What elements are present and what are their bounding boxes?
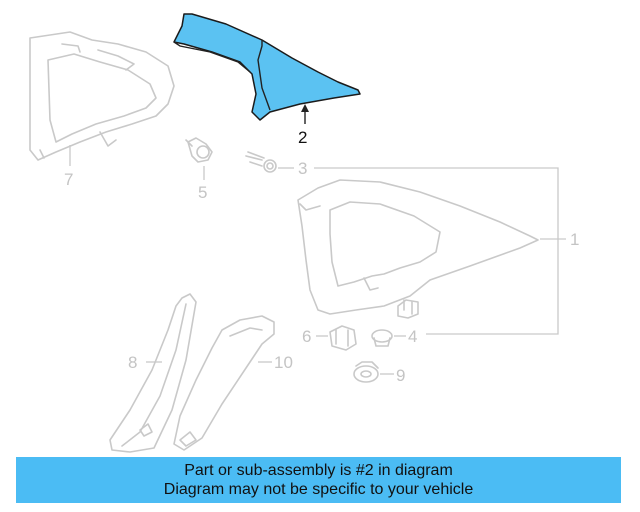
part-7-trim-panel bbox=[29, 31, 175, 161]
part-3-screw bbox=[245, 151, 277, 173]
part-8-pillar-trim bbox=[109, 293, 197, 453]
part-9-nut bbox=[353, 361, 379, 383]
banner-line-1: Part or sub-assembly is #2 in diagram bbox=[184, 462, 453, 479]
callout-6: 6 bbox=[302, 327, 311, 346]
part-2-pillar-garnish bbox=[173, 13, 361, 121]
part-5-clip bbox=[185, 137, 213, 163]
callout-9: 9 bbox=[396, 366, 405, 385]
callout-3: 3 bbox=[298, 159, 307, 178]
part-clip-upper bbox=[397, 299, 419, 319]
part-4-grommet bbox=[371, 329, 393, 347]
callout-7: 7 bbox=[64, 170, 73, 189]
bracket-group-1 bbox=[314, 167, 559, 335]
part-1-quarter-panel bbox=[297, 179, 539, 315]
banner-line-2: Diagram may not be specific to your vehi… bbox=[163, 481, 474, 498]
part-6-clip bbox=[329, 325, 357, 351]
callout-4: 4 bbox=[408, 327, 417, 346]
callout-5: 5 bbox=[198, 183, 207, 202]
callout-8: 8 bbox=[128, 353, 137, 372]
callout-10: 10 bbox=[274, 353, 293, 372]
part-10-pillar-trim bbox=[173, 315, 275, 451]
arrow-2 bbox=[301, 104, 309, 112]
callout-2: 2 bbox=[298, 128, 307, 147]
callout-1: 1 bbox=[570, 230, 579, 249]
info-banner: Part or sub-assembly is #2 in diagram Di… bbox=[16, 457, 621, 503]
